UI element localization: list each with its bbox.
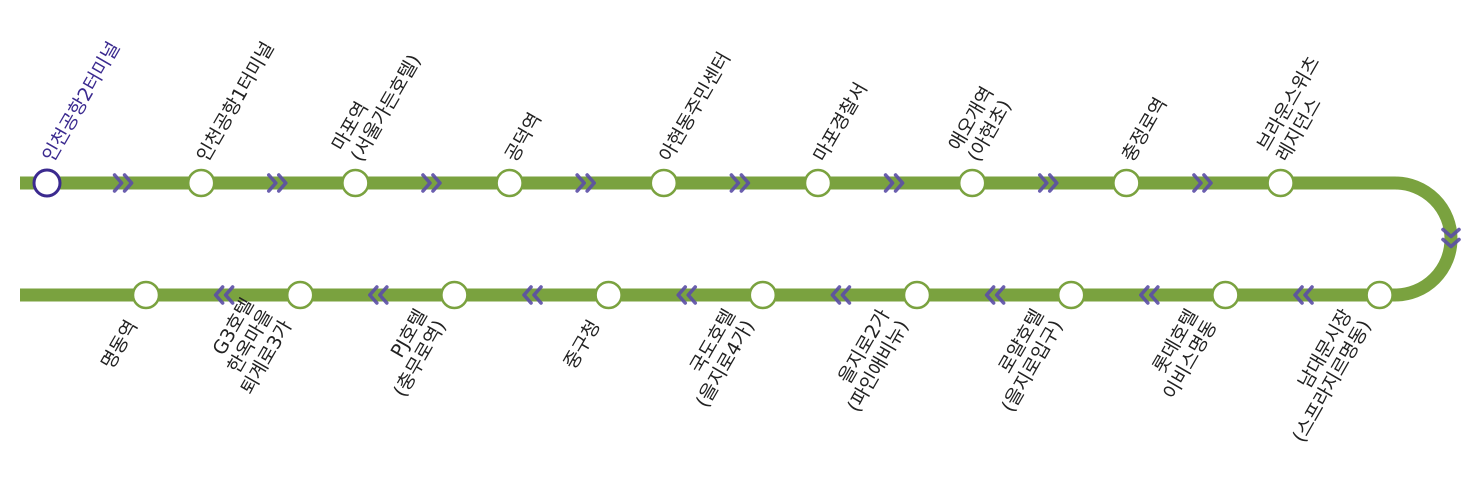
route-line — [20, 176, 1458, 302]
direction-arrow-icon — [1441, 227, 1461, 249]
station-marker[interactable] — [440, 280, 469, 310]
station-label: 브라운스위츠레지던스 — [1253, 53, 1344, 166]
station-label: 남대문시장(스프라지르명동) — [1269, 306, 1376, 447]
station-label: 명동역 — [97, 317, 142, 373]
direction-arrows — [112, 173, 1461, 305]
station-marker[interactable] — [649, 168, 679, 198]
direction-arrow-icon — [267, 173, 288, 193]
station-label: 중구청 — [560, 317, 605, 373]
station-marker[interactable] — [1211, 280, 1240, 310]
station-marker[interactable] — [902, 280, 932, 310]
direction-arrow-icon — [1192, 173, 1213, 193]
station-label: 인천공항1터미널 — [192, 38, 278, 165]
station-marker[interactable] — [1112, 168, 1141, 198]
station-marker[interactable] — [186, 168, 216, 198]
direction-arrow-icon — [112, 173, 134, 193]
station-label: 충정로역 — [1118, 94, 1172, 166]
direction-arrow-icon — [830, 285, 852, 305]
station-marker[interactable] — [285, 280, 315, 310]
station-marker[interactable] — [341, 168, 370, 198]
station-label: 로얄호텔(을지로입구) — [978, 306, 1067, 417]
station-marker[interactable] — [1056, 280, 1086, 310]
station-marker[interactable] — [131, 280, 161, 310]
route-line-path — [20, 176, 1458, 302]
station-marker[interactable] — [957, 168, 987, 198]
station-labels: 인천공항2터미널 인천공항1터미널 마포역(서울가든호텔) 공덕역 아현동주민센터 마포경… — [38, 38, 1376, 446]
station-label: 아현동주민센터 — [655, 49, 735, 166]
station-label: 국도호텔(을지로4가) — [673, 306, 760, 412]
direction-arrow-icon — [522, 285, 543, 305]
station-marker[interactable] — [495, 168, 524, 198]
station-label: 공덕역 — [501, 109, 546, 165]
station-marker[interactable] — [32, 168, 62, 198]
stations — [32, 168, 1394, 310]
direction-arrow-icon — [984, 285, 1006, 305]
direction-arrow-icon — [213, 285, 235, 305]
direction-arrow-icon — [676, 285, 697, 305]
station-label: 애오개역(아현초) — [944, 83, 1017, 166]
station-label: 마포경찰서 — [809, 79, 872, 166]
station-label: 마포역(서울가든호텔) — [328, 40, 426, 166]
station-marker[interactable] — [1365, 280, 1394, 310]
station-label: 인천공항2터미널 — [38, 38, 124, 165]
direction-arrow-icon — [729, 173, 751, 193]
direction-arrow-icon — [1038, 173, 1059, 193]
station-marker[interactable] — [748, 280, 778, 310]
direction-arrow-icon — [1293, 285, 1314, 305]
station-label: PJ호텔(충무로역) — [370, 306, 450, 401]
station-marker[interactable] — [803, 168, 833, 198]
station-marker[interactable] — [594, 280, 623, 310]
station-label: 롯데호텔이비스명동 — [1140, 306, 1222, 404]
direction-arrow-icon — [575, 173, 596, 193]
direction-arrow-icon — [368, 285, 389, 305]
direction-arrow-icon — [883, 173, 905, 193]
direction-arrow-icon — [421, 173, 442, 193]
station-marker[interactable] — [1266, 168, 1295, 198]
station-label: 을지로2가(파인애비뉴) — [824, 306, 913, 417]
station-label: G3호텔한옥마을퇴계로3가 — [198, 295, 296, 399]
direction-arrow-icon — [1139, 285, 1160, 305]
